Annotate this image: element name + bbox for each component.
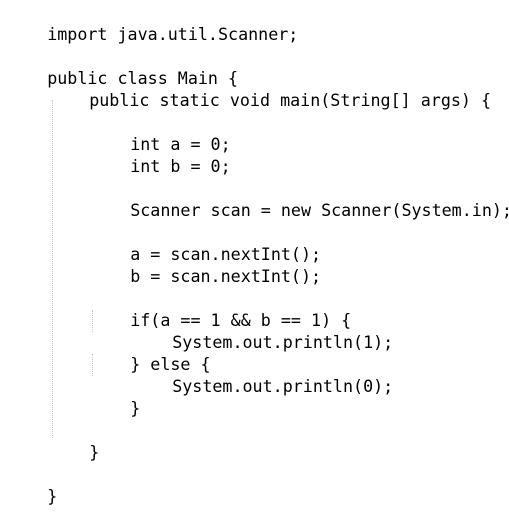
code-text: int a = 0; xyxy=(130,134,231,154)
code-line-14[interactable]: if(a == 1 && b == 1) { xyxy=(90,287,351,330)
code-text: } xyxy=(89,442,100,462)
code-line-20[interactable]: } xyxy=(49,419,99,462)
code-text: if(a == 1 && b == 1) { xyxy=(130,310,352,330)
code-text: b = scan.nextInt(); xyxy=(130,266,322,286)
code-text: public static void main(String[] args) { xyxy=(89,90,492,110)
code-line-6[interactable]: int a = 0; xyxy=(90,111,230,154)
code-text: } xyxy=(47,486,58,506)
code-text: a = scan.nextInt(); xyxy=(130,244,322,264)
code-text: int b = 0; xyxy=(130,156,231,176)
code-line-17[interactable]: System.out.println(0); xyxy=(132,353,393,396)
code-line-1[interactable]: import java.util.Scanner; xyxy=(7,1,298,44)
code-line-22[interactable]: } xyxy=(7,463,57,506)
code-text: import java.util.Scanner; xyxy=(47,24,299,44)
code-text: System.out.println(0); xyxy=(172,376,394,396)
code-text: public class Main { xyxy=(47,68,239,88)
code-line-3[interactable]: public class Main { xyxy=(7,45,238,88)
code-text: System.out.println(1); xyxy=(172,332,394,352)
indent-guide xyxy=(92,310,94,332)
code-line-16[interactable]: } else { xyxy=(90,331,210,374)
code-text: } xyxy=(130,398,141,418)
code-line-4[interactable]: public static void main(String[] args) { xyxy=(49,67,491,110)
code-line-11[interactable]: a = scan.nextInt(); xyxy=(90,221,321,264)
indent-guide xyxy=(52,100,54,438)
code-line-7[interactable]: int b = 0; xyxy=(90,133,230,176)
code-text: } else { xyxy=(130,354,211,374)
code-line-15[interactable]: System.out.println(1); xyxy=(132,309,393,352)
code-line-18[interactable]: } xyxy=(90,375,140,418)
code-line-9[interactable]: Scanner scan = new Scanner(System.in); xyxy=(90,177,509,220)
code-editor[interactable]: import java.util.Scanner; public class M… xyxy=(0,0,509,506)
indent-guide xyxy=(92,354,94,376)
code-line-12[interactable]: b = scan.nextInt(); xyxy=(90,243,321,286)
code-text: Scanner scan = new Scanner(System.in); xyxy=(130,200,509,220)
